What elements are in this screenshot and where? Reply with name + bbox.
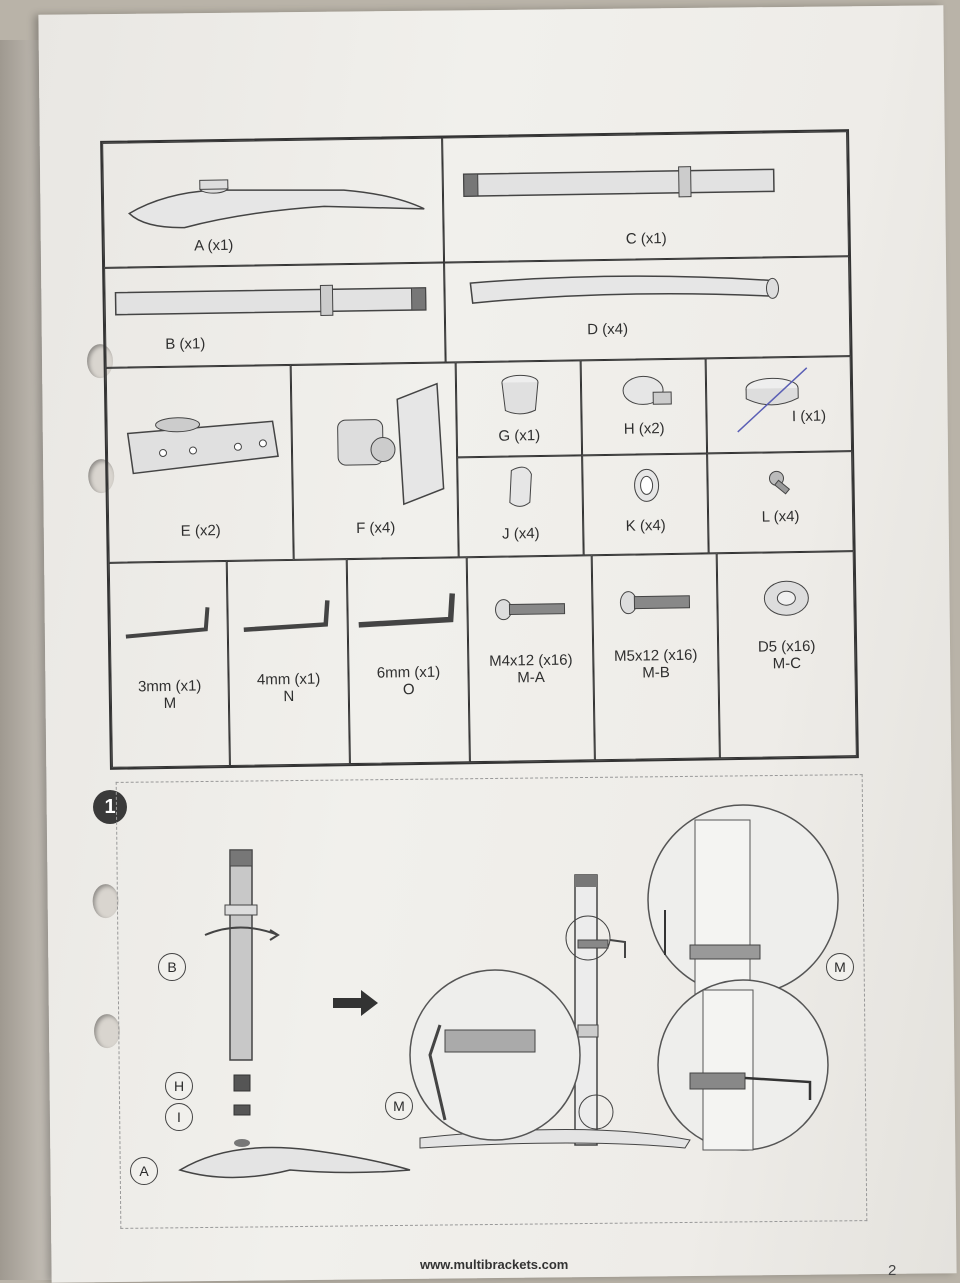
tool-size-label: 4mm (x1) [256, 670, 321, 689]
arm-illustration [469, 275, 780, 304]
part-label-g: G (x1) [498, 427, 541, 445]
part-label-c: C (x1) [625, 230, 667, 248]
part-cell-i: I (x1) [705, 356, 853, 454]
callout-m: M [826, 953, 854, 981]
part-cell-a: A (x1) [102, 137, 445, 268]
part-cell-b: B (x1) [104, 262, 446, 368]
hex-key-illustration [358, 593, 456, 628]
part-cell-l: L (x4) [707, 451, 854, 554]
collar-g-illustration [501, 374, 539, 415]
tool-code-label: M-A [517, 669, 545, 687]
tool-size-label: M4x12 (x16) [489, 651, 573, 670]
washer-illustration [763, 580, 809, 616]
bolt-m5-illustration [619, 591, 691, 615]
website-footer: www.multibrackets.com [420, 1257, 569, 1272]
tool-code-label: M-C [772, 654, 802, 673]
tool-cell-ma: M4x12 (x16) M-A [466, 555, 595, 763]
tool-cell-n: 4mm (x1) N [226, 559, 350, 766]
base-foot-illustration [128, 179, 425, 229]
spacer-k-illustration [634, 468, 660, 502]
part-cell-d: D (x4) [444, 256, 851, 363]
parts-table: A (x1) C (x1) B (x1) D (x4) [100, 129, 859, 770]
part-label-k: K (x4) [625, 517, 666, 535]
upper-pole-illustration [462, 166, 775, 198]
pole-assembly-illustration [178, 849, 411, 1179]
hex-key-illustration [125, 607, 210, 639]
main-pole-illustration [114, 284, 427, 316]
ring-i-illustration [737, 367, 808, 433]
arrow-right-icon [333, 990, 378, 1016]
part-cell-j: J (x4) [457, 455, 584, 558]
part-label-h: H (x2) [623, 420, 665, 438]
tool-size-label: D5 (x16) [757, 637, 816, 656]
tool-code-label: M [163, 694, 177, 712]
tool-size-label: 6mm (x1) [376, 663, 441, 682]
part-label-e: E (x2) [180, 522, 221, 540]
part-cell-g: G (x1) [455, 360, 583, 458]
part-label-i: I (x1) [791, 407, 827, 426]
binder-hole [93, 1013, 121, 1049]
cable-clip-j-illustration [509, 466, 532, 507]
assembled-stand-illustration [409, 804, 839, 1151]
arm-clamp-illustration [126, 417, 279, 475]
part-label-j: J (x4) [501, 525, 540, 543]
tool-code-label: M-B [642, 664, 670, 682]
part-cell-h: H (x2) [580, 358, 708, 456]
tool-code-label: O [402, 681, 415, 699]
part-label-l: L (x4) [761, 507, 800, 526]
step-number-badge: 1 [93, 790, 127, 824]
tool-cell-o: 6mm (x1) O [346, 557, 470, 765]
hex-key-illustration [243, 600, 330, 632]
screw-l-illustration [768, 470, 791, 495]
callout-i: I [165, 1103, 193, 1131]
tool-cell-m: 3mm (x1) M [108, 560, 230, 768]
part-cell-f: F (x4) [290, 362, 459, 560]
callout-m: M [385, 1092, 413, 1120]
part-label-f: F (x4) [355, 519, 396, 537]
bolt-m4-illustration [495, 599, 566, 621]
clamp-h-illustration [622, 375, 672, 405]
tool-cell-mb: M5x12 (x16) M-B [591, 553, 720, 761]
callout-b: B [158, 953, 186, 981]
part-cell-k: K (x4) [582, 453, 709, 556]
callout-h: H [165, 1072, 193, 1100]
callout-a: A [130, 1157, 158, 1185]
part-cell-e: E (x2) [105, 364, 294, 563]
vesa-plate-illustration [337, 382, 445, 506]
binder-hole [92, 883, 119, 919]
tool-code-label: N [283, 687, 295, 706]
page-number: 2 [888, 1262, 897, 1279]
tool-size-label: 3mm (x1) [137, 677, 202, 696]
part-cell-c: C (x1) [442, 131, 850, 263]
tool-size-label: M5x12 (x16) [613, 646, 698, 665]
tool-cell-mc: D5 (x16) M-C [716, 551, 857, 759]
